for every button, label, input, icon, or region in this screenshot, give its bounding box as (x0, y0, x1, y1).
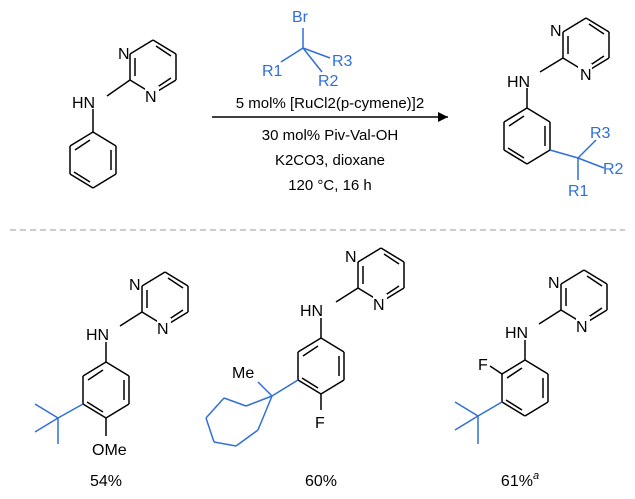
n-atom-label: N (548, 275, 560, 292)
f-label: F (478, 357, 488, 374)
n-atom-label: N (129, 277, 141, 294)
r2-label: R2 (318, 73, 339, 90)
r2-label: R2 (603, 161, 624, 178)
condition-base-solvent: K2CO3, dioxane (275, 152, 385, 169)
product-2-yield: 60% (305, 473, 337, 490)
product-alkyl-group (549, 139, 605, 180)
f-label: F (315, 415, 325, 432)
n-atom-label: N (157, 321, 169, 338)
hn-atom-label: HN (507, 74, 530, 91)
hn-atom-label: HN (86, 327, 109, 344)
hn-atom-label: HN (72, 95, 95, 112)
ome-label: OMe (92, 442, 127, 459)
r1-label: R1 (262, 63, 283, 80)
r1-label: R1 (568, 183, 589, 200)
product-3-structure (489, 269, 608, 417)
hn-atom-label: HN (300, 303, 323, 320)
n-atom-label: N (550, 23, 562, 40)
alkyl-bromide-reagent (280, 28, 331, 73)
product-3-tbutyl (454, 401, 503, 444)
r3-label: R3 (332, 53, 353, 70)
br-label: Br (292, 9, 309, 26)
n-atom-label: N (145, 89, 157, 106)
condition-temp-time: 120 °C, 16 h (288, 177, 372, 194)
me-label: Me (232, 365, 254, 382)
product-2-structure (297, 247, 405, 410)
product-3-yield: 61%a (501, 470, 539, 490)
n-atom-label: N (373, 297, 385, 314)
n-atom-label: N (345, 249, 357, 266)
product-1-yield: 54% (90, 473, 122, 490)
r3-label: R3 (590, 125, 611, 142)
starting-material (69, 39, 177, 189)
condition-catalyst: 5 mol% [RuCl2(p-cymene)]2 (236, 95, 424, 112)
n-atom-label: N (576, 319, 588, 336)
product-1-structure (82, 271, 189, 436)
n-atom-label: N (118, 46, 130, 63)
condition-ligand: 30 mol% Piv-Val-OH (262, 127, 398, 144)
product-2-cyclohexyl (205, 379, 299, 447)
product-1-tbutyl (34, 403, 84, 444)
hn-atom-label: HN (505, 325, 528, 342)
n-atom-label: N (580, 67, 592, 84)
arrow-head (438, 112, 448, 122)
